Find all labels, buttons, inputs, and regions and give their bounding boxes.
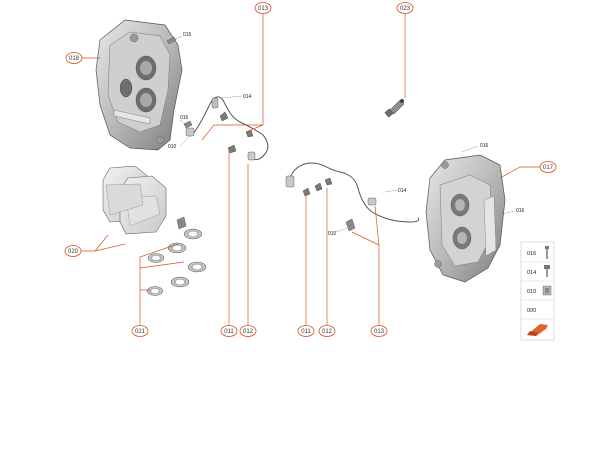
svg-text:000: 000 (527, 308, 536, 314)
legend-item-014: 014 (527, 265, 550, 277)
callout-018: 018 (65, 52, 83, 64)
callout-012-right: 012 (318, 325, 336, 337)
callout-013-bottom: 013 (370, 325, 388, 337)
svg-text:018: 018 (69, 56, 80, 62)
callout-017: 017 (539, 161, 557, 173)
legend: 016 014 010 000 (520, 241, 555, 341)
callout-012-left: 012 (239, 325, 257, 337)
label-015: 015 (183, 32, 192, 38)
callout-011-right: 011 (297, 325, 315, 337)
leader-lines (80, 14, 540, 325)
svg-text:016: 016 (527, 251, 536, 257)
right-wear-sensor (285, 162, 420, 232)
label-016-right: 016 (516, 208, 525, 214)
legend-item-orange (527, 324, 548, 336)
label-016-left: 016 (180, 115, 189, 121)
label-016-right-top: 016 (480, 143, 489, 149)
svg-text:012: 012 (243, 329, 254, 335)
left-bolt-015 (166, 35, 183, 45)
right-bolt-016-top (461, 145, 479, 153)
screw-icon (544, 265, 550, 277)
dashed-leaders (179, 95, 399, 233)
callout-023: 023 (396, 2, 414, 14)
right-bolt-016 (501, 210, 515, 215)
svg-text:013: 013 (258, 6, 269, 12)
svg-text:013: 013 (374, 329, 385, 335)
svg-text:012: 012 (322, 329, 333, 335)
right-caliper (425, 154, 506, 283)
svg-text:017: 017 (543, 165, 554, 171)
svg-text:010: 010 (527, 289, 536, 295)
item-023-connector (384, 99, 405, 118)
svg-text:011: 011 (301, 329, 311, 335)
label-014-right: 014 (398, 188, 407, 194)
left-bolt-016 (183, 120, 193, 129)
callout-021: 021 (131, 325, 149, 337)
label-010-left: 010 (168, 144, 177, 150)
orange-arrow-icon (527, 324, 548, 336)
legend-item-016: 016 (527, 246, 549, 259)
svg-text:020: 020 (68, 249, 79, 255)
left-wear-sensor (185, 96, 269, 161)
label-014-left: 014 (243, 94, 252, 100)
seal-rings (146, 216, 207, 296)
legend-item-000: 000 (527, 308, 536, 314)
callout-011-left: 011 (220, 325, 238, 337)
svg-text:021: 021 (135, 329, 146, 335)
svg-text:023: 023 (400, 6, 411, 12)
brake-pads (102, 165, 167, 235)
clip-icon (542, 285, 552, 296)
callout-013-top: 013 (254, 2, 272, 14)
label-010-right: 010 (328, 231, 337, 237)
svg-text:014: 014 (527, 270, 536, 276)
bolt-icon (545, 246, 549, 259)
left-caliper (95, 19, 183, 151)
legend-item-010: 010 (527, 285, 552, 296)
svg-text:011: 011 (224, 329, 234, 335)
callout-020: 020 (64, 245, 82, 257)
